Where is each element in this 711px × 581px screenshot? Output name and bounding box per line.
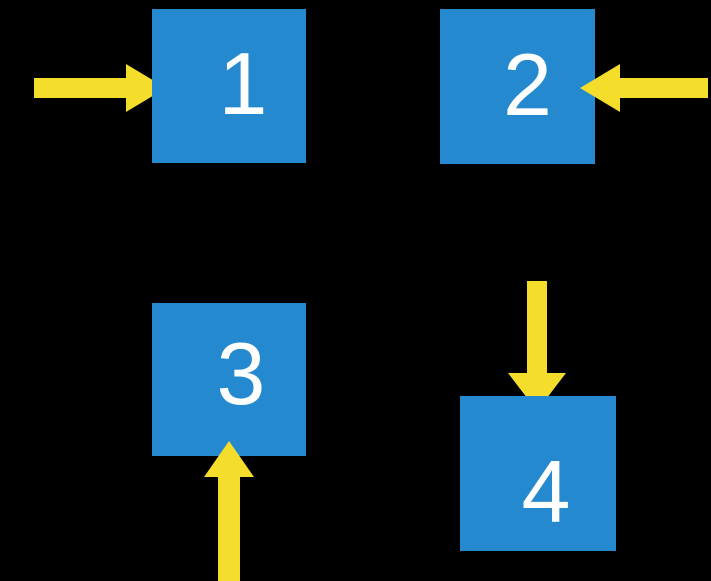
node-2[interactable]: 2: [440, 9, 595, 164]
node-4-label: 4: [521, 441, 571, 541]
node-3[interactable]: 3: [152, 303, 306, 456]
node-2-label: 2: [503, 34, 552, 134]
node-3-label: 3: [216, 323, 266, 423]
node-1-label: 1: [218, 34, 268, 133]
arrow-down-into-node-4-icon: [508, 281, 566, 411]
arrow-up-into-node-3-icon: [204, 441, 254, 581]
arrow-left-into-node-2-icon: [580, 64, 708, 112]
node-1[interactable]: 1: [152, 9, 306, 163]
arrow-right-into-node-1-icon: [34, 64, 166, 112]
node-4[interactable]: 4: [460, 396, 616, 551]
